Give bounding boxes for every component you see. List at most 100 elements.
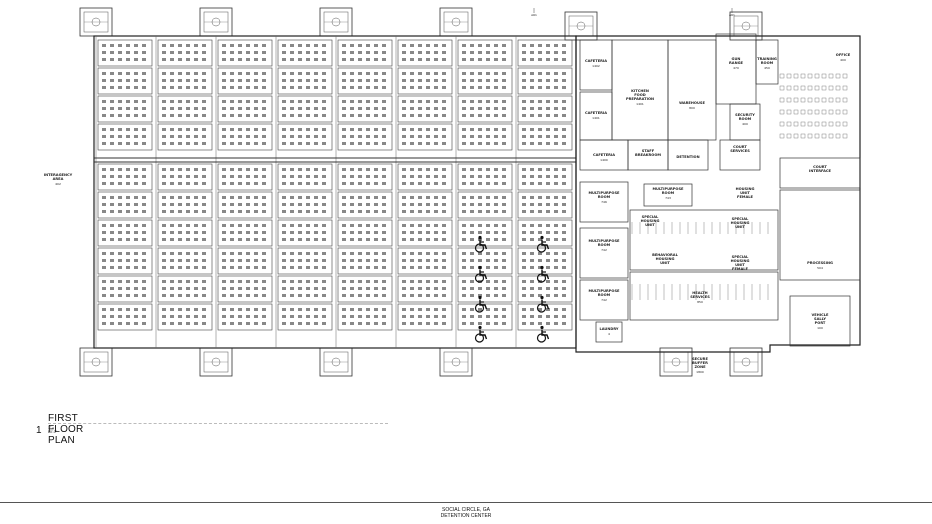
room-number: 1401 xyxy=(636,102,644,106)
room-number: 402 xyxy=(55,182,61,186)
desk xyxy=(779,109,785,115)
room-name-line: BEHAVIORAL xyxy=(652,253,678,257)
cell-block xyxy=(217,123,273,151)
desk xyxy=(786,85,792,91)
cell-block xyxy=(397,67,453,95)
desk xyxy=(800,97,806,103)
desk xyxy=(807,121,813,127)
section-tag: A61 xyxy=(531,8,537,17)
desk xyxy=(828,133,834,139)
room-name-line: VEHICLE xyxy=(812,313,830,317)
room-name-line: CAFETERIA xyxy=(593,153,615,157)
health-services-area xyxy=(629,271,779,321)
room-number: 504 xyxy=(817,266,823,270)
desk xyxy=(828,109,834,115)
cell-block xyxy=(397,123,453,151)
desk xyxy=(842,85,848,91)
desk xyxy=(835,97,841,103)
wheelchair-icons xyxy=(474,235,550,343)
cell-block xyxy=(277,303,333,331)
room-number: 400 xyxy=(840,58,846,62)
room-name-line: HOUSING xyxy=(656,257,675,261)
room-name-line: HOUSING xyxy=(736,187,755,191)
cell-block xyxy=(517,303,573,331)
room-name-line: ROOM xyxy=(598,195,611,199)
desk xyxy=(800,109,806,115)
project-title: DETENTION CENTER xyxy=(440,513,492,519)
desk xyxy=(779,133,785,139)
cell-block xyxy=(337,39,393,67)
project-location: SOCIAL CIRCLE, GA xyxy=(442,507,490,513)
court-interface-room xyxy=(779,157,861,189)
desk xyxy=(835,121,841,127)
room-number: 800 xyxy=(689,106,695,110)
multipurpose-room xyxy=(579,279,629,321)
room-number: 100 xyxy=(817,326,823,330)
room-name-line: UNIT xyxy=(735,225,745,229)
special-housing-area xyxy=(629,209,779,271)
room-name-line: PROCESSING xyxy=(807,261,833,265)
room-name-line: UNIT xyxy=(735,263,745,267)
desk xyxy=(793,97,799,103)
cell-block xyxy=(397,163,453,191)
desk xyxy=(842,133,848,139)
desk xyxy=(821,109,827,115)
desk xyxy=(814,109,820,115)
cell-block xyxy=(337,303,393,331)
cell-block xyxy=(157,163,213,191)
desk xyxy=(828,85,834,91)
room-name-line: HOUSING xyxy=(641,219,660,223)
room-name-line: INTERAGENCY xyxy=(44,173,73,177)
cell-block xyxy=(97,191,153,219)
cell-block xyxy=(517,39,573,67)
cell-block xyxy=(457,219,513,247)
room-name-line: OFFICE xyxy=(836,53,851,57)
desk xyxy=(793,121,799,127)
warehouse-room xyxy=(667,39,717,141)
desk xyxy=(835,73,841,79)
cell-block xyxy=(97,163,153,191)
yard-bottom xyxy=(319,347,353,377)
room-name-line: GUN xyxy=(732,57,741,61)
cell-block xyxy=(457,39,513,67)
desk xyxy=(807,109,813,115)
room-number: 400 xyxy=(742,122,748,126)
desk xyxy=(828,97,834,103)
cell-block xyxy=(517,95,573,123)
desk xyxy=(786,133,792,139)
cell-block xyxy=(217,95,273,123)
desk xyxy=(828,121,834,127)
yard-top xyxy=(79,7,113,37)
wheelchair-icon xyxy=(536,235,550,253)
room-name-line: UNIT xyxy=(645,223,655,227)
sally-port xyxy=(789,295,851,347)
room-name-line: SECURE xyxy=(692,357,708,361)
cell-block xyxy=(217,275,273,303)
room-name-line: UNIT xyxy=(740,191,750,195)
cell-block xyxy=(517,191,573,219)
room-name-line: STAFF xyxy=(642,149,655,153)
room-name-line: SALLY xyxy=(814,317,826,321)
desk xyxy=(779,97,785,103)
desk xyxy=(800,133,806,139)
room-name-line: FEMALE xyxy=(732,267,749,271)
cell-block xyxy=(337,191,393,219)
cell-block xyxy=(397,39,453,67)
room-number: 1400 xyxy=(600,158,608,162)
room-name-line: MULTIPURPOSE xyxy=(588,191,620,195)
room-label-detention: DETENTION xyxy=(676,155,699,159)
wheelchair-icon xyxy=(536,295,550,313)
view-number: 1 xyxy=(36,425,42,436)
desk xyxy=(821,73,827,79)
desk xyxy=(821,133,827,139)
